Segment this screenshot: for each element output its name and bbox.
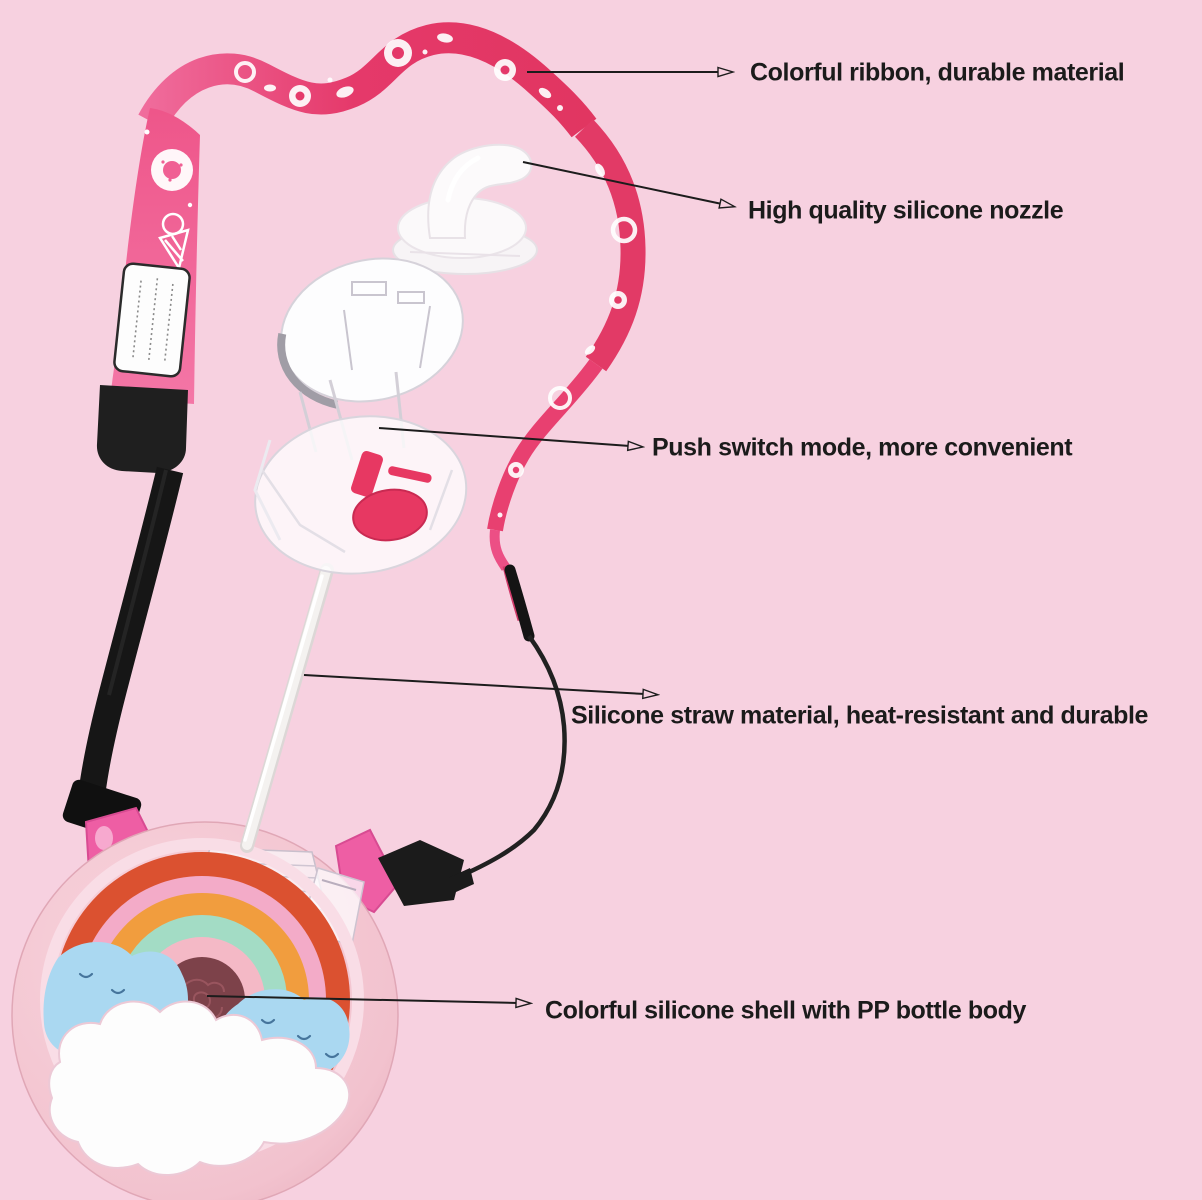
callout-label-shell: Colorful silicone shell with PP bottle b… [545, 996, 1026, 1025]
callout-label-nozzle: High quality silicone nozzle [748, 196, 1064, 225]
push-button [351, 450, 432, 542]
ribbon-strap [138, 22, 646, 571]
callout-line-straw [303, 674, 645, 694]
callout-line-nozzle [522, 161, 722, 204]
silicone-nozzle [392, 143, 538, 275]
silicone-straw [240, 563, 334, 853]
clouds [43, 942, 351, 1177]
callout-label-switch: Push switch mode, more convenient [652, 433, 1073, 462]
name-tag [113, 262, 191, 378]
callout-line-shell [206, 995, 518, 1003]
cord-right [334, 564, 567, 914]
ribbon-left-strap [110, 108, 200, 404]
icecream-motif [158, 212, 190, 272]
callout-label-ribbon: Colorful ribbon, durable material [750, 58, 1125, 87]
callout-line-switch [378, 427, 630, 446]
ribbon-pattern [234, 33, 638, 518]
bottle-body [11, 821, 399, 1200]
callout-label-straw: Silicone straw material, heat-resistant … [571, 701, 1149, 730]
flip-lid [253, 257, 468, 575]
callout-lines [206, 72, 722, 1003]
